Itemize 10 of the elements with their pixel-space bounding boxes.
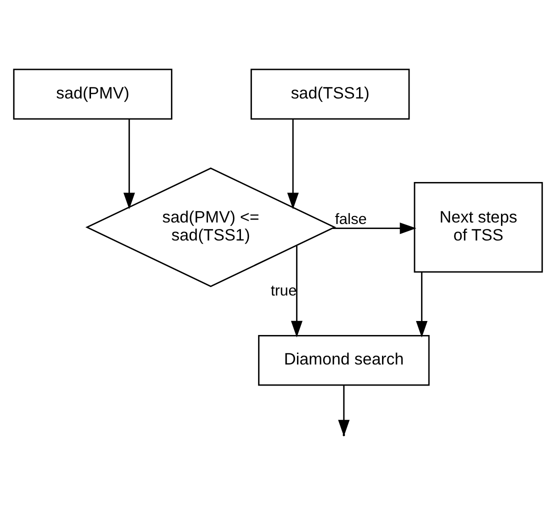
arrow — [287, 119, 299, 210]
arrow — [332, 222, 416, 234]
arrow — [123, 119, 135, 210]
arrow — [416, 272, 428, 338]
edge-label: false — [334, 210, 367, 228]
node-box: Diamond search — [258, 335, 430, 386]
node-box: Next steps of TSS — [414, 182, 543, 273]
arrow — [290, 246, 303, 338]
node-box: sad(TSS1) — [250, 68, 410, 120]
node-box: sad(PMV) — [13, 68, 172, 120]
